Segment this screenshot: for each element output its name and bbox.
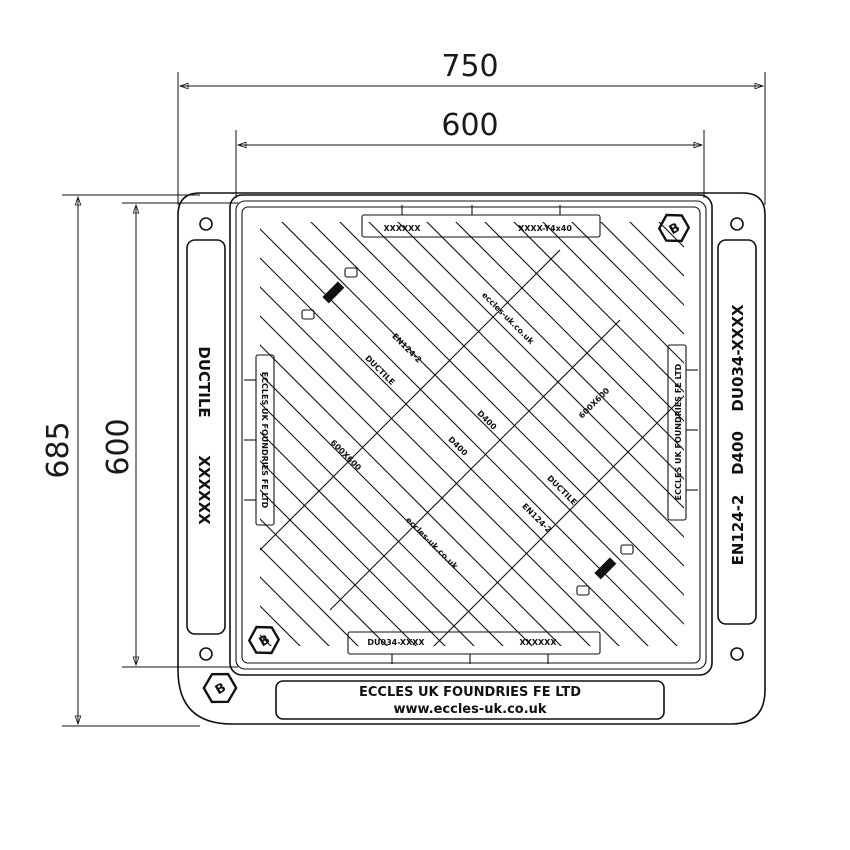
mark-diag-d400: D400 — [475, 409, 498, 432]
slot-line — [683, 222, 684, 646]
slot-line — [260, 222, 578, 646]
slot-line — [260, 222, 433, 646]
mark-bottom-right: XXXXXX — [519, 638, 557, 647]
right-inner-marking-strip: ECCLES UK FOUNDRIES FE LTD — [667, 344, 698, 521]
svg-text:B: B — [257, 632, 273, 650]
slot-line — [451, 222, 684, 646]
right-panel-standard: EN124-2 — [729, 495, 747, 566]
slot-line — [306, 222, 684, 646]
lifting-keyhole-bottom — [576, 544, 634, 596]
bottom-marking-strip: DU034-XXXX XXXXXX — [347, 631, 601, 664]
frame-hole-bottom-left — [199, 647, 213, 661]
top-marking-strip: XXXXXX XXXX-Y4x40 — [361, 205, 601, 238]
mark-inner-left: ECCLES UK FOUNDRIES FE LTD — [260, 372, 269, 509]
slot-line — [742, 160, 850, 720]
slot-line — [260, 222, 636, 646]
mark-diag-en124-bottom: EN124-2 — [520, 502, 553, 535]
dimension-label-750: 750 — [441, 49, 498, 84]
mark-diag-num-top: 600X600 — [577, 386, 612, 421]
slot-line — [364, 222, 684, 646]
slot-line — [0, 160, 200, 720]
svg-text:B: B — [667, 220, 683, 238]
slot-line — [260, 222, 520, 646]
slot-line — [260, 222, 462, 646]
slot-line — [260, 222, 684, 646]
slot-line — [260, 222, 375, 646]
dimension-height-outer: 685 — [41, 194, 200, 727]
dimension-label-600-top: 600 — [441, 108, 498, 143]
mark-diag-ductile-top: DUCTILE — [363, 354, 396, 387]
mark-inner-right: ECCLES UK FOUNDRIES FE LTD — [674, 363, 683, 500]
frame-hole-top-left — [199, 217, 213, 231]
right-panel-ref: DU034-XXXX — [729, 304, 747, 412]
right-side-panel — [717, 239, 757, 625]
mark-bottom-left: DU034-XXXX — [367, 638, 425, 647]
diagonal-slot-pattern — [0, 160, 850, 720]
slot-line — [509, 222, 684, 646]
mark-top-right: XXXX-Y4x40 — [518, 224, 572, 233]
cover-rim — [235, 200, 707, 670]
svg-text:B: B — [213, 680, 229, 698]
slot-line — [260, 222, 684, 646]
mark-top-left: XXXXXX — [383, 224, 421, 233]
slot-line — [260, 222, 549, 646]
kitemark-cover-top-icon: B — [657, 213, 691, 243]
mark-diag-website-top: eccles-uk.co.uk — [480, 290, 536, 346]
frame-hole-top-right — [730, 217, 744, 231]
plate-website: www.eccles-uk.co.uk — [393, 702, 546, 717]
left-panel-code: XXXXXX — [195, 455, 213, 525]
slot-line — [260, 222, 684, 646]
slot-line — [393, 222, 684, 646]
cross-rib — [260, 249, 561, 561]
frame-hole-bottom-right — [730, 647, 744, 661]
mark-diag-d400-b: D400 — [446, 435, 469, 458]
lifting-keyhole-top — [301, 267, 358, 320]
cover-inner-border — [241, 206, 701, 664]
slot-line — [277, 222, 684, 646]
right-panel-class: D400 — [729, 431, 747, 475]
slot-line — [260, 222, 404, 646]
slot-line — [260, 222, 607, 646]
slot-line — [422, 222, 684, 646]
mark-diag-en124-top: EN124-2 — [390, 332, 423, 365]
slot-line — [596, 222, 684, 646]
slot-line — [654, 222, 684, 646]
outer-frame — [177, 192, 766, 725]
cover-outer-edge — [229, 194, 713, 676]
slot-line — [335, 222, 684, 646]
cross-rib — [329, 319, 621, 611]
left-inner-marking-strip: ECCLES UK FOUNDRIES FE LTD — [244, 354, 275, 526]
dimension-width-inner: 600 — [235, 108, 705, 198]
diagonal-markings: eccles-uk.co.uk EN124-2 DUCTILE D400 D40… — [329, 290, 612, 571]
cross-rib — [419, 389, 684, 646]
slot-line — [538, 222, 684, 646]
kitemark-cover-bottom-icon: B — [247, 625, 281, 655]
dimension-height-inner: 600 — [101, 202, 238, 668]
dimension-label-600-left: 600 — [101, 418, 136, 475]
left-panel-material: DUCTILE — [195, 346, 213, 417]
slot-line — [260, 222, 491, 646]
plate-company: ECCLES UK FOUNDRIES FE LTD — [359, 685, 581, 700]
mark-diag-website-bottom: eccles-uk.co.uk — [404, 515, 460, 571]
left-side-panel — [186, 239, 226, 635]
kitemark-frame-icon: B — [202, 672, 238, 704]
slot-line — [260, 222, 665, 646]
slot-line — [480, 222, 684, 646]
slot-line — [260, 222, 684, 646]
name-plate — [275, 680, 665, 720]
dimension-label-685: 685 — [41, 421, 76, 478]
dimension-width-outer: 750 — [177, 49, 766, 205]
slot-line — [567, 222, 684, 646]
